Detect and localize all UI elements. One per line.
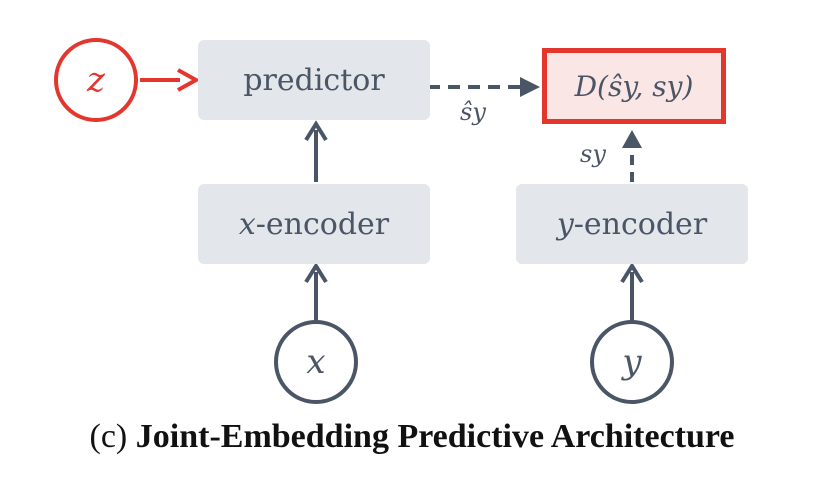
- arrow-y-encoder-to-distance: [622, 130, 642, 182]
- distance-label: D(ŝy, sy): [574, 69, 694, 103]
- arrow-x-encoder-to-predictor: [304, 120, 328, 182]
- caption-title: Joint-Embedding Predictive Architecture: [135, 418, 735, 455]
- distance-box: D(ŝy, sy): [542, 48, 726, 124]
- input-x-circle: [274, 320, 358, 404]
- x-encoder-variable: x: [238, 206, 256, 242]
- predicted-embedding-label: ŝy: [460, 98, 486, 126]
- y-encoder-box: y-encoder: [516, 184, 748, 264]
- target-y-label: y: [622, 342, 642, 382]
- y-encoder-label: -encoder: [573, 206, 708, 242]
- predictor-box: predictor: [198, 40, 430, 120]
- arrow-z-to-predictor: [140, 68, 201, 92]
- x-encoder-box: x-encoder: [198, 184, 430, 264]
- caption-prefix: (c): [89, 418, 128, 455]
- arrow-predictor-to-distance: [428, 77, 540, 97]
- y-encoder-variable: y: [556, 206, 574, 242]
- target-y-circle: [590, 320, 674, 404]
- input-x-label: x: [306, 342, 326, 382]
- latent-z-label: z: [87, 60, 105, 100]
- latent-z-circle: [54, 38, 138, 122]
- arrow-x-to-x-encoder: [304, 262, 328, 322]
- figure-caption: (c) Joint-Embedding Predictive Architect…: [0, 418, 824, 456]
- x-encoder-label: -encoder: [255, 206, 390, 242]
- target-embedding-label: sy: [580, 140, 606, 168]
- predictor-label: predictor: [243, 62, 385, 98]
- arrow-y-to-y-encoder: [620, 262, 644, 322]
